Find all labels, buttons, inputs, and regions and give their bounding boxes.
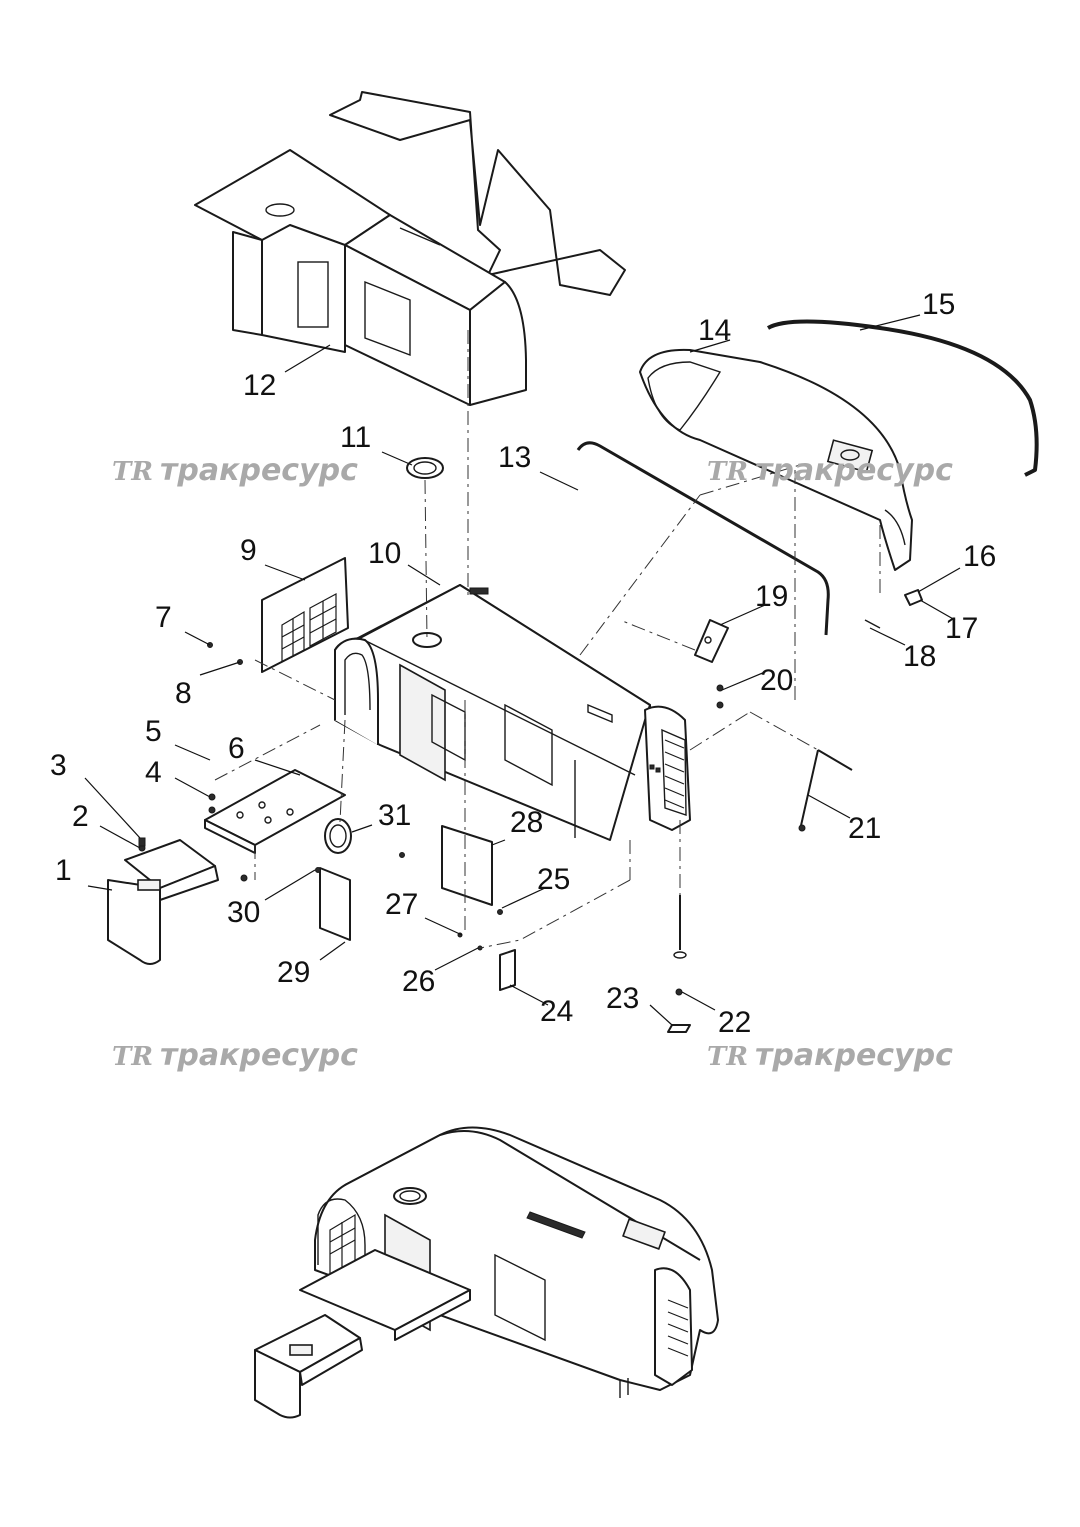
part-29-small-panel <box>319 867 351 941</box>
callout-4: 4 <box>145 756 162 789</box>
watermark-top-left: TR трaкресурс <box>112 453 358 488</box>
callout-6: 6 <box>228 732 245 765</box>
callout-12: 12 <box>243 369 276 402</box>
part-20-bolts <box>716 684 724 709</box>
callout-19: 19 <box>755 580 788 613</box>
part-22-23-foot <box>667 895 691 1033</box>
part-14-rear-hood <box>639 348 913 571</box>
watermark-bottom-left: TR трaкресурс <box>112 1038 358 1073</box>
part-13-seal-strip <box>576 441 830 636</box>
callout-3: 3 <box>50 749 67 782</box>
watermark-text: трaкресурс <box>160 1038 358 1073</box>
callout-27: 27 <box>385 888 418 921</box>
callout-26: 26 <box>402 965 435 998</box>
callout-29: 29 <box>277 956 310 989</box>
callout-17: 17 <box>945 612 978 645</box>
watermark-logo: TR <box>112 1042 153 1072</box>
callout-9: 9 <box>240 534 257 567</box>
watermark-logo: TR <box>707 1042 748 1072</box>
callout-7: 7 <box>155 601 172 634</box>
callout-labels: 1 2 3 4 5 6 7 8 9 10 11 12 13 14 15 16 1… <box>50 288 996 1039</box>
callout-21: 21 <box>848 812 881 845</box>
part-11-grommet <box>406 457 444 479</box>
callout-2: 2 <box>72 800 89 833</box>
part-6-mounting-plate <box>204 769 346 854</box>
part-28-cover-plate <box>441 825 493 906</box>
fasteners <box>138 642 683 996</box>
part-21-gas-strut <box>798 749 853 832</box>
callout-13: 13 <box>498 441 531 474</box>
watermark-text: трaкресурс <box>755 1038 953 1073</box>
callout-30: 30 <box>227 896 260 929</box>
part-16-17-18-latch <box>864 589 923 629</box>
leader-lines <box>84 314 961 1026</box>
callout-14: 14 <box>698 314 731 347</box>
callout-20: 20 <box>760 664 793 697</box>
part-10-main-housing <box>334 584 691 841</box>
callout-18: 18 <box>903 640 936 673</box>
callout-8: 8 <box>175 677 192 710</box>
part-19-hinge <box>694 619 729 663</box>
watermark-bottom-right: TR трaкресурс <box>707 1038 953 1073</box>
assembly-lines <box>214 330 881 949</box>
watermark-logo: TR <box>112 457 153 487</box>
callout-28: 28 <box>510 806 543 839</box>
watermark-text: трaкресурс <box>160 453 358 488</box>
watermark-logo: TR <box>707 457 748 487</box>
part-1-side-cover <box>107 839 219 965</box>
callout-23: 23 <box>606 982 639 1015</box>
watermark-top-right: TR трaкресурс <box>707 453 953 488</box>
callout-24: 24 <box>540 995 573 1028</box>
part-12-insulation-mat <box>194 91 626 406</box>
callout-10: 10 <box>368 537 401 570</box>
watermark-text: трaкресурс <box>755 453 953 488</box>
callout-5: 5 <box>145 715 162 748</box>
assembled-view <box>254 1126 719 1419</box>
callout-11: 11 <box>340 421 371 454</box>
part-24-bracket <box>499 949 516 991</box>
callout-15: 15 <box>922 288 955 321</box>
part-15-weather-strip <box>766 319 1039 477</box>
callout-31: 31 <box>378 799 411 832</box>
callout-25: 25 <box>537 863 570 896</box>
callout-1: 1 <box>55 854 72 887</box>
part-9-grille-panel <box>261 557 349 673</box>
callout-16: 16 <box>963 540 996 573</box>
callout-22: 22 <box>718 1006 751 1039</box>
part-31-grommet <box>324 818 352 854</box>
